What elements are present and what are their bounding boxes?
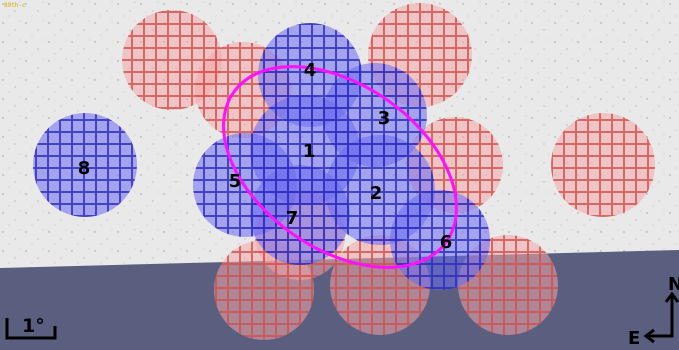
compass-east: E bbox=[628, 328, 640, 349]
blue-field-7 bbox=[250, 165, 350, 265]
field-label-6: 6 bbox=[440, 232, 453, 253]
compass-north: N bbox=[668, 274, 679, 295]
outline-ellipse bbox=[222, 65, 458, 269]
field-label-3: 3 bbox=[378, 108, 391, 129]
field-label-2: 2 bbox=[370, 183, 383, 204]
blue-field-group bbox=[33, 23, 490, 290]
corner-label: 89th-c bbox=[4, 2, 26, 9]
field-label-1: 1 bbox=[303, 141, 316, 162]
field-label-8: 8 bbox=[78, 158, 91, 179]
field-label-7: 7 bbox=[286, 208, 299, 229]
field-label-4: 4 bbox=[304, 60, 317, 81]
compass: N E bbox=[628, 274, 679, 349]
red-field bbox=[551, 113, 655, 217]
blue-field-8 bbox=[33, 113, 137, 217]
scale-bar: 1° bbox=[5, 315, 57, 340]
field-label-5: 5 bbox=[229, 171, 242, 192]
scale-label: 1° bbox=[22, 315, 45, 337]
